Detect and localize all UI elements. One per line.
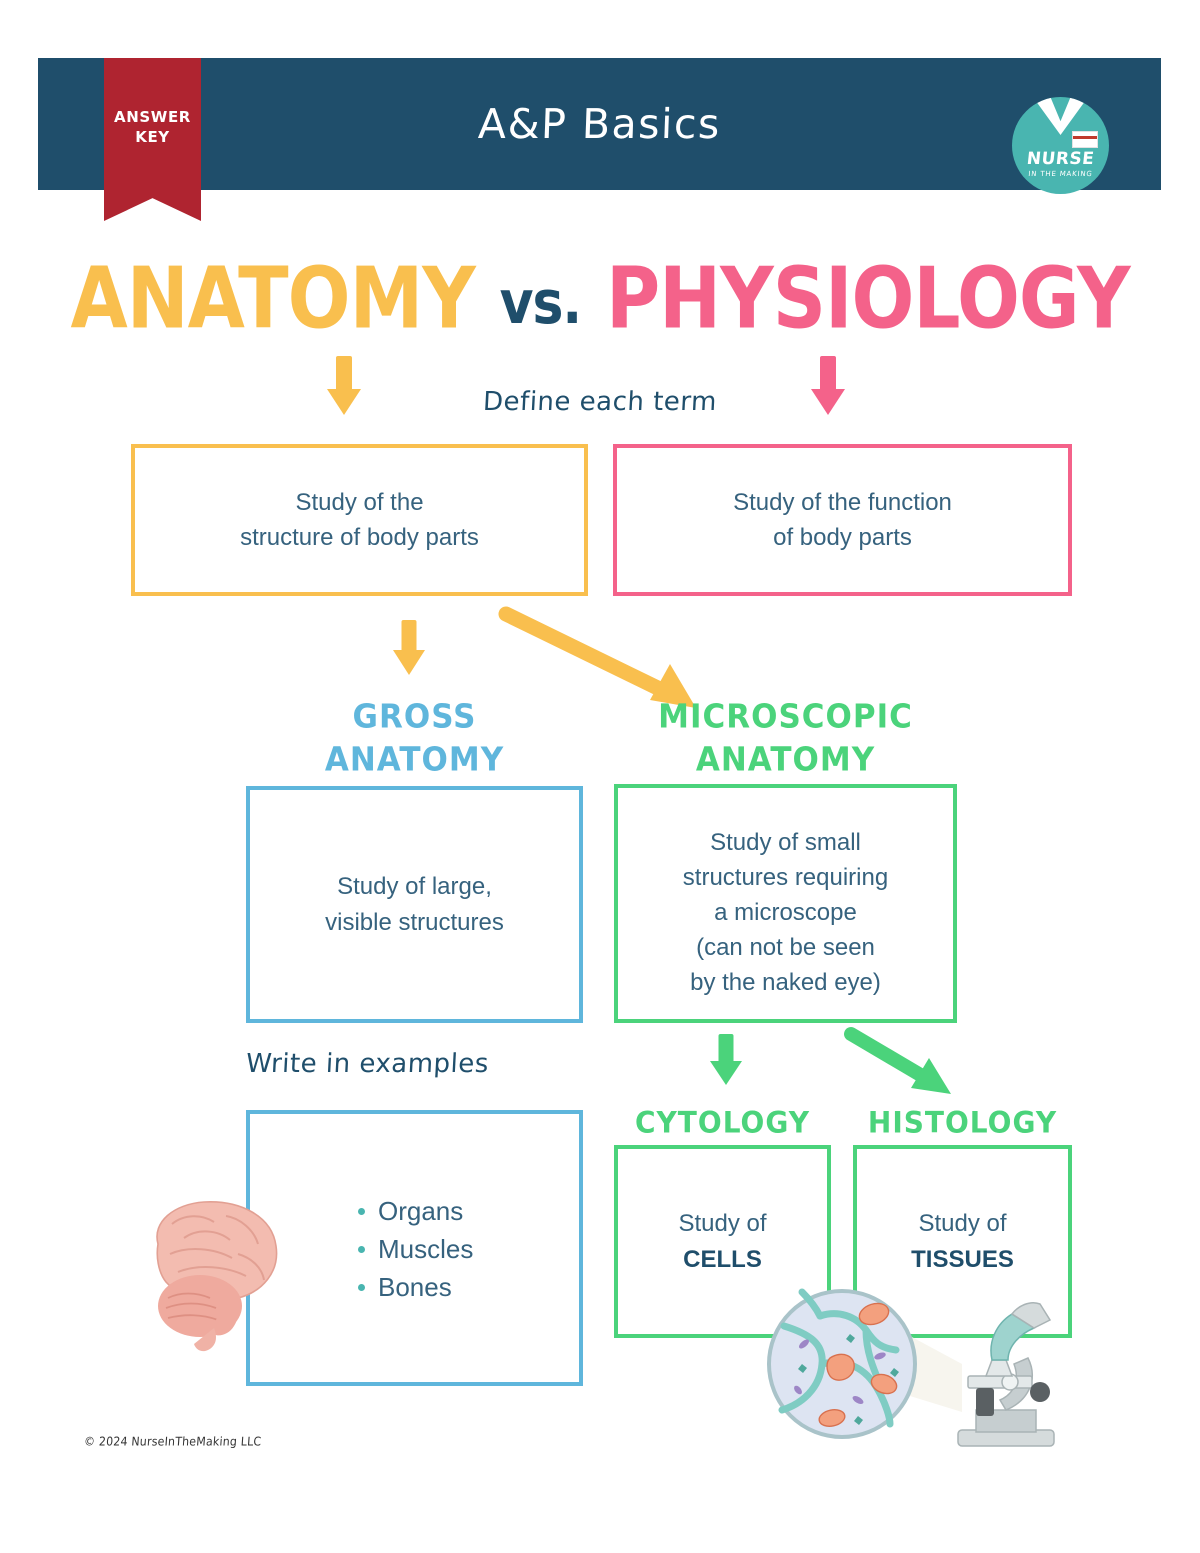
microscopic-anatomy-definition-text: Study of small structures requiring a mi… — [682, 829, 889, 997]
answer-key-ribbon: ANSWER KEY — [104, 58, 201, 221]
bullet-dot-icon — [358, 1284, 365, 1291]
scrubs-vneck-icon — [1032, 97, 1089, 135]
define-each-term-label: Define each term — [482, 387, 718, 417]
list-item: Muscles — [358, 1234, 473, 1265]
physiology-definition-text: Study of the function of body parts — [733, 488, 952, 551]
logo-subtitle: IN THE MAKING — [1027, 170, 1094, 178]
copyright-footer: © 2024 NurseInTheMaking LLC — [83, 1434, 262, 1449]
heading-physiology: PHYSIOLOGY — [605, 249, 1131, 349]
gross-anatomy-definition-box[interactable]: Study of large, visible structures — [246, 786, 583, 1023]
microscopic-anatomy-definition-box[interactable]: Study of small structures requiring a mi… — [614, 784, 957, 1023]
physiology-definition-box[interactable]: Study of the function of body parts — [613, 444, 1072, 596]
logo-name: NURSE — [1025, 149, 1096, 169]
microscopic-anatomy-heading: MICROSCOPIC ANATOMY — [658, 698, 913, 780]
arrow-histology-diagonal-icon — [844, 1027, 951, 1094]
cytology-definition-text: Study of CELLS — [678, 1206, 766, 1276]
cytology-keyword: CELLS — [683, 1245, 762, 1273]
name-badge-icon — [1072, 131, 1098, 148]
list-item: Bones — [358, 1272, 473, 1303]
histology-prefix: Study of — [918, 1210, 1007, 1238]
tissue-magnification-circle — [767, 1288, 917, 1439]
histology-keyword: TISSUES — [911, 1245, 1014, 1273]
bullet-dot-icon — [358, 1208, 365, 1215]
ribbon-line-1: ANSWER — [114, 108, 191, 127]
histology-heading: HISTOLOGY — [867, 1105, 1058, 1140]
cytology-heading: CYTOLOGY — [634, 1105, 810, 1140]
cytology-prefix: Study of — [678, 1210, 767, 1238]
histology-definition-text: Study of TISSUES — [911, 1206, 1014, 1276]
header-bar: A&P Basics — [38, 58, 1161, 190]
examples-list: Organs Muscles Bones — [358, 1196, 473, 1303]
heading-anatomy: ANATOMY — [70, 249, 475, 349]
heading-vs: vs. — [499, 269, 583, 338]
gross-anatomy-definition-text: Study of large, visible structures — [325, 873, 504, 936]
example-label: Muscles — [378, 1234, 474, 1264]
example-label: Bones — [378, 1272, 452, 1302]
gross-anatomy-examples-box[interactable] — [246, 1110, 583, 1386]
microscope-illustration — [767, 1288, 1055, 1447]
ribbon-line-2: KEY — [135, 127, 170, 146]
write-in-examples-label: Write in examples — [245, 1049, 490, 1079]
anatomy-definition-text: Study of the structure of body parts — [240, 488, 479, 551]
page-title: A&P Basics — [477, 100, 722, 148]
brain-illustration — [156, 1201, 278, 1352]
main-heading: ANATOMY vs. PHYSIOLOGY — [0, 250, 1200, 348]
arrow-microscopic-anatomy-diagonal-icon — [498, 606, 696, 708]
bullet-dot-icon — [358, 1246, 365, 1253]
gross-anatomy-heading: GROSS ANATOMY — [324, 698, 505, 780]
anatomy-definition-box[interactable]: Study of the structure of body parts — [131, 444, 588, 596]
nurse-in-the-making-logo: NURSE IN THE MAKING — [1012, 97, 1109, 194]
example-label: Organs — [378, 1196, 464, 1226]
list-item: Organs — [358, 1196, 473, 1227]
